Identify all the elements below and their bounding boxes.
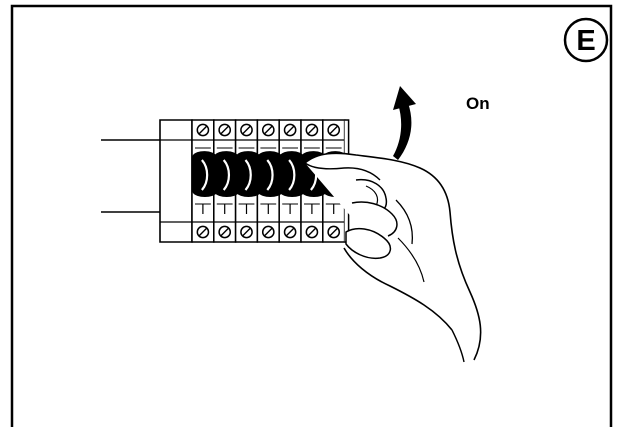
switch-direction-label: On <box>466 94 490 113</box>
terminal-screw-icon <box>327 123 341 137</box>
breaker-toggles <box>192 151 349 197</box>
terminal-screw-icon <box>218 225 232 239</box>
hand-illustration <box>304 152 482 363</box>
terminal-screw-icon <box>240 225 253 239</box>
terminal-screw-icon <box>283 225 297 239</box>
terminal-screw-icon <box>196 225 210 239</box>
up-arrow-icon <box>393 86 416 160</box>
breaker-toggle <box>192 151 218 197</box>
terminal-screw-icon <box>196 123 210 137</box>
terminal-screw-icon <box>305 225 319 239</box>
breaker-toggle <box>236 151 261 197</box>
breaker-panel <box>159 119 193 243</box>
cable-conduit <box>101 139 162 213</box>
terminal-screw-icon <box>305 123 319 137</box>
breaker-toggle <box>257 151 283 197</box>
terminal-screw-icon <box>218 123 232 137</box>
terminal-screw-icon <box>283 123 297 137</box>
frame-border <box>10 4 613 427</box>
step-badge: E <box>563 17 609 63</box>
breaker-toggle <box>279 151 305 197</box>
terminal-screw-icon <box>261 225 275 239</box>
step-badge-letter: E <box>576 25 595 57</box>
breaker-toggle <box>214 151 240 197</box>
terminal-screw-icon <box>327 225 341 239</box>
terminal-screw-icon <box>261 123 275 137</box>
terminal-screw-icon <box>240 123 253 137</box>
